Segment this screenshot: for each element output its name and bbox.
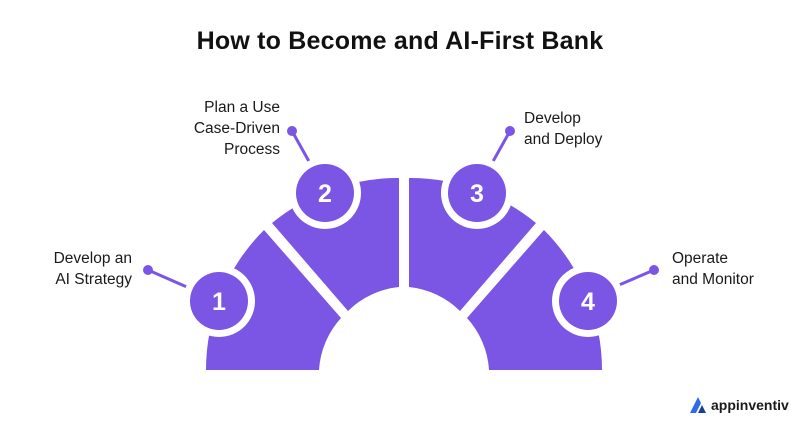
step-badge-4: 4: [552, 265, 624, 337]
step-number-3: 3: [470, 180, 484, 208]
step-badge-1: 1: [183, 265, 255, 337]
brand-logo: appinventiv: [688, 395, 789, 415]
arch-segments: [206, 177, 602, 370]
step-label-3: Develop and Deploy: [524, 110, 603, 148]
step-number-4: 4: [581, 288, 595, 316]
diagram-title: How to Become and AI-First Bank: [196, 27, 604, 55]
connectors: [143, 126, 659, 293]
connector-dot-2: [287, 126, 297, 136]
connector-line-2: [290, 130, 313, 166]
step-label-4: Operate and Monitor: [672, 250, 754, 288]
step-badge-3: 3: [441, 157, 513, 229]
step-badge-2: 2: [289, 157, 361, 229]
appinventiv-logo-icon: [690, 397, 706, 413]
step-label-1: Develop an AI Strategy: [53, 250, 132, 288]
connector-dot-1: [143, 265, 153, 275]
step-label-2: Plan a Use Case-Driven Process: [193, 99, 280, 158]
arch-segment-1: [206, 230, 341, 370]
step-number-1: 1: [212, 288, 226, 316]
step-number-2: 2: [318, 180, 332, 208]
arch-segment-4: [467, 230, 602, 370]
connector-dot-3: [505, 126, 515, 136]
connector-dot-4: [649, 265, 659, 275]
brand-name: appinventiv: [711, 397, 789, 413]
connector-line-3: [489, 130, 512, 166]
